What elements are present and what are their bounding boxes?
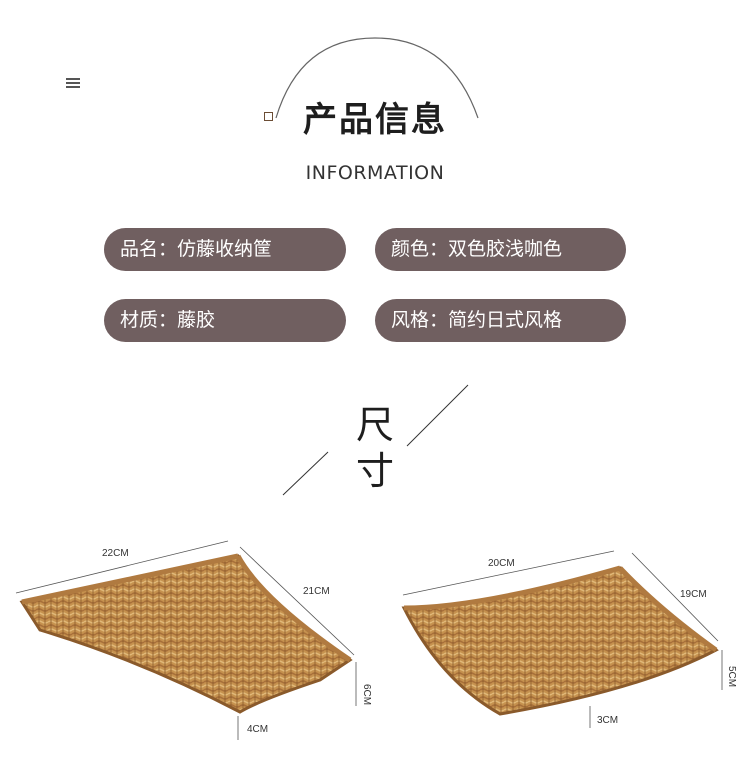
size-section-title: 尺 寸 xyxy=(352,402,398,494)
basket-small-length-label: 20CM xyxy=(488,558,515,569)
basket-small-dimension-lines xyxy=(402,550,723,728)
info-pill-material: 材质：藤胶 xyxy=(104,299,346,342)
basket-small-width-label: 19CM xyxy=(680,589,707,600)
basket-large-length-label: 22CM xyxy=(102,548,129,559)
page-subtitle: INFORMATION xyxy=(305,162,445,184)
basket-large-depth-label: 4CM xyxy=(247,724,269,735)
basket-small xyxy=(401,565,719,716)
basket-small-depth-label: 3CM xyxy=(597,715,619,726)
basket-small-height-label: 5CM xyxy=(726,666,737,688)
header-arc-decoration xyxy=(275,37,479,119)
menu-icon[interactable] xyxy=(66,78,80,88)
size-title-line2: 寸 xyxy=(355,449,394,493)
page-title: 产品信息 xyxy=(303,100,447,140)
product-dimension-illustration xyxy=(15,540,723,740)
basket-large xyxy=(19,553,353,714)
info-pill-name: 品名：仿藤收纳筐 xyxy=(104,228,346,271)
info-pill-color: 颜色：双色胶浅咖色 xyxy=(375,228,626,271)
basket-large-width-label: 21CM xyxy=(303,586,330,597)
size-diagonal-decoration xyxy=(282,384,469,496)
size-title-line1: 尺 xyxy=(355,403,394,447)
square-mark-icon xyxy=(264,112,273,121)
basket-large-height-label: 6CM xyxy=(361,684,372,706)
basket-large-dimension-lines xyxy=(15,540,357,740)
info-pill-style: 风格：简约日式风格 xyxy=(375,299,626,342)
